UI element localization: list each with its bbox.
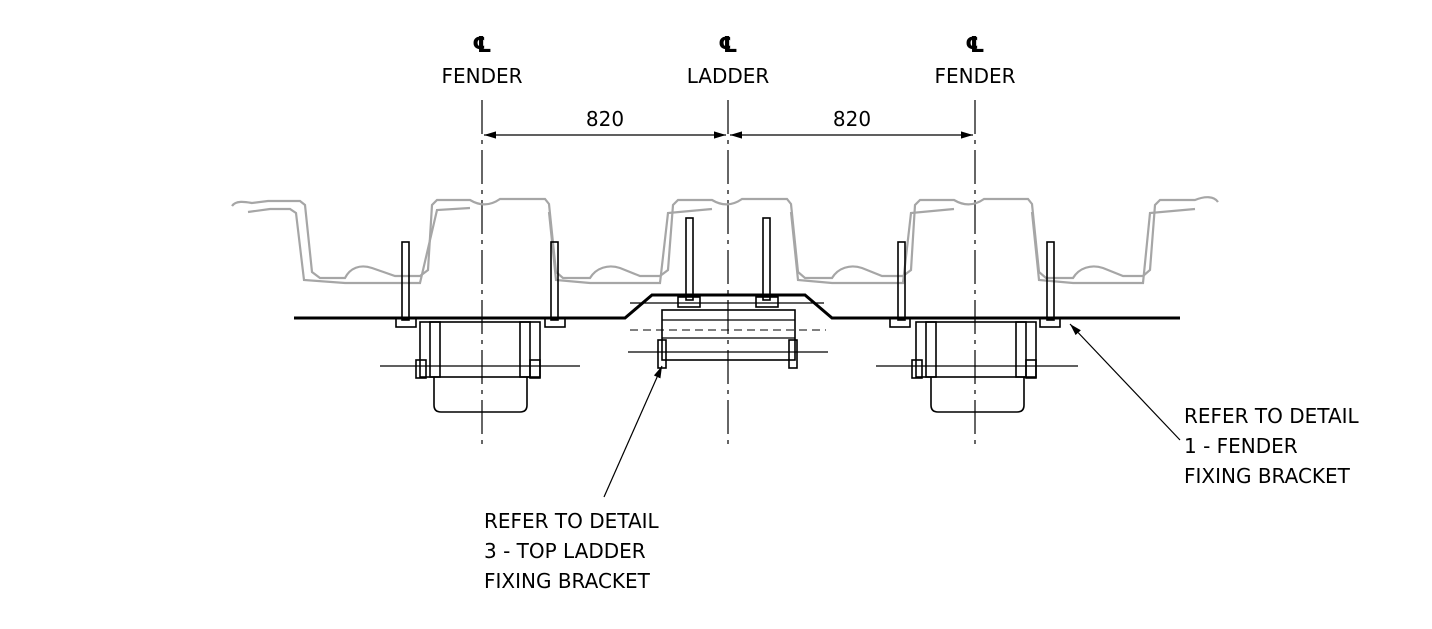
ladder-bracket: [628, 217, 828, 369]
callout-line: 3 - TOP LADDER: [484, 539, 646, 563]
centerline-symbol: ℄: [965, 33, 985, 58]
callout-ladder-bracket: REFER TO DETAIL 3 - TOP LADDER FIXING BR…: [484, 509, 660, 593]
sheet-pile-wall: [231, 196, 1219, 280]
callout-line: REFER TO DETAIL: [484, 509, 660, 533]
centerline-name: FENDER: [441, 64, 522, 88]
callout-line: 1 - FENDER: [1184, 434, 1298, 458]
dimension-left: 820: [484, 107, 726, 139]
centerline-symbol: ℄: [718, 33, 738, 58]
centerline-symbol: ℄: [472, 33, 492, 58]
leader-ladder-bracket: [603, 365, 663, 498]
fender-left: [380, 241, 580, 413]
callout-line: REFER TO DETAIL: [1184, 404, 1360, 428]
centerline-label-fender-left: ℄ FENDER: [441, 33, 522, 88]
dimension-right: 820: [730, 107, 973, 139]
callout-fender-bracket: REFER TO DETAIL 1 - FENDER FIXING BRACKE…: [1184, 404, 1360, 488]
fender-right: [876, 241, 1078, 413]
dimension-value: 820: [586, 107, 624, 131]
centerline-label-ladder: ℄ LADDER: [687, 33, 770, 88]
centerline-label-fender-right: ℄ FENDER: [934, 33, 1015, 88]
leader-fender-bracket: [1069, 323, 1181, 441]
callout-line: FIXING BRACKET: [484, 569, 651, 593]
dimension-value: 820: [833, 107, 871, 131]
centerline-name: FENDER: [934, 64, 1015, 88]
callout-line: FIXING BRACKET: [1184, 464, 1351, 488]
sheet-pile-wall-inner: [247, 206, 1196, 285]
centerline-name: LADDER: [687, 64, 770, 88]
